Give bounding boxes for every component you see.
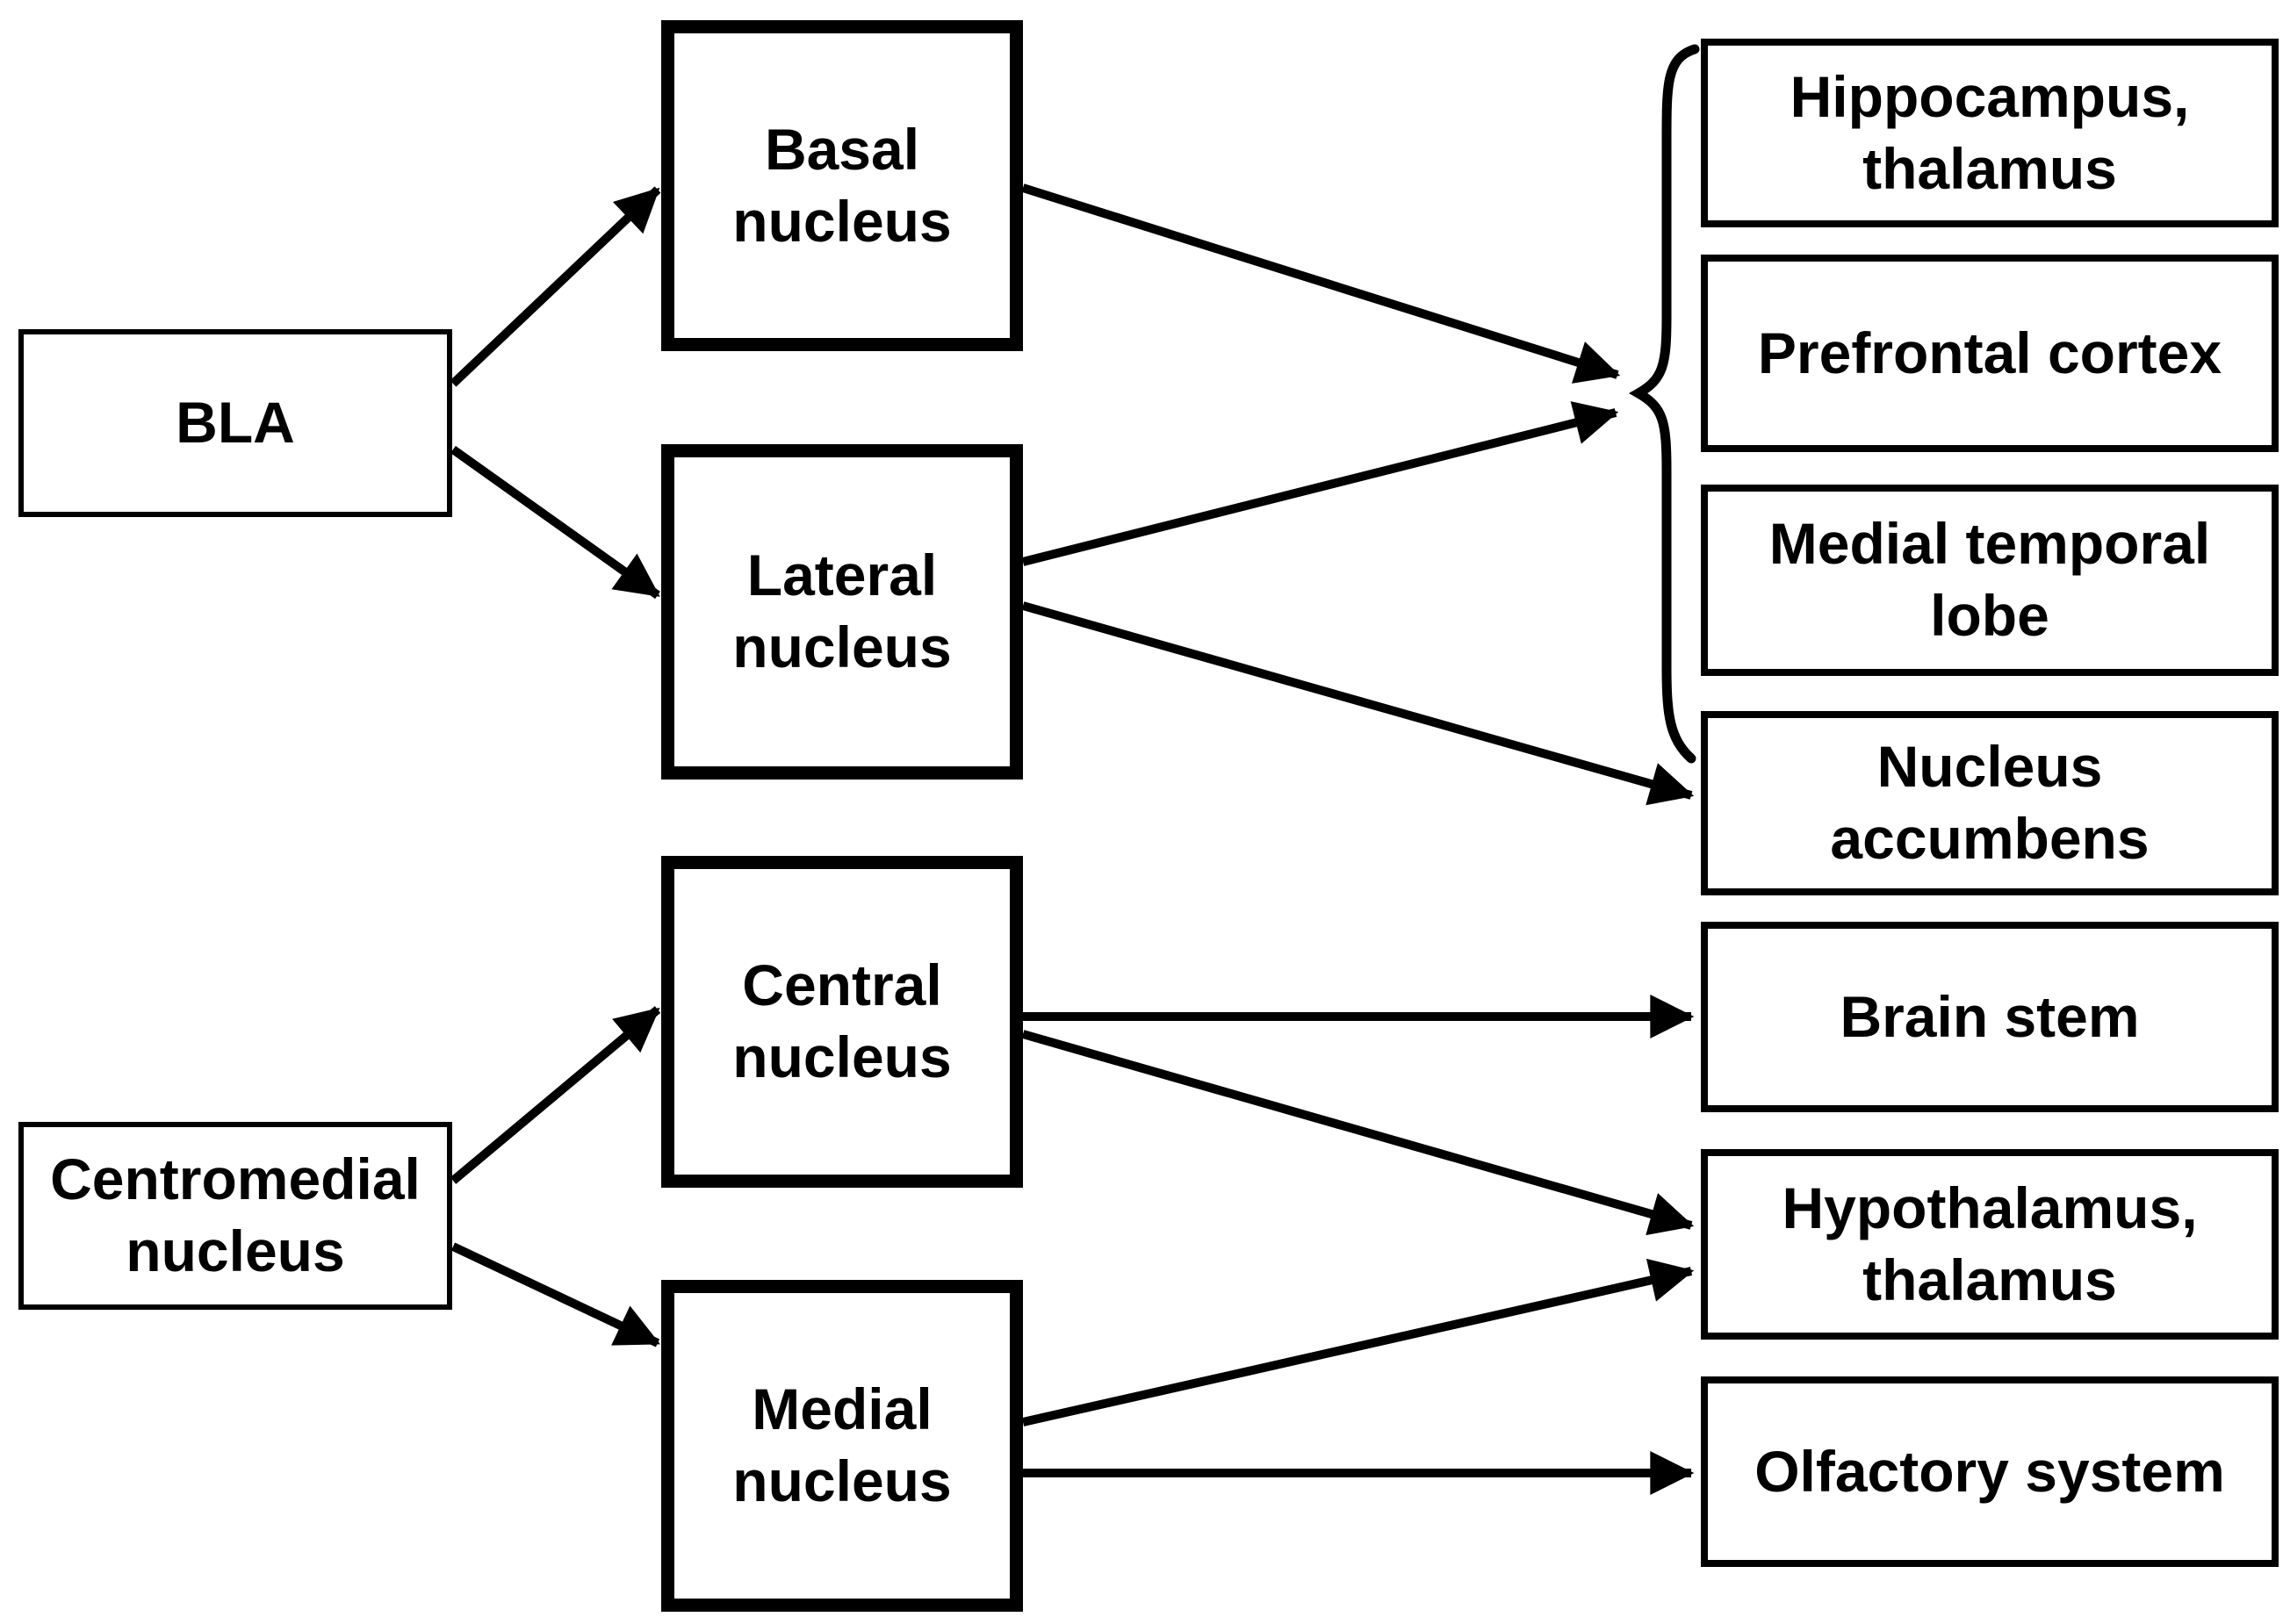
arrow-centromedial-to-medial	[450, 1242, 661, 1347]
node-lateral-nucleus: Lateral nucleus	[661, 444, 1023, 780]
node-olfactory-system: Olfactory system	[1701, 1376, 2279, 1567]
arrow-medial-to-hypothalamus	[1021, 1258, 1695, 1426]
arrow-lateral-to-nucleus-accumbens	[1021, 601, 1695, 806]
curly-brace-icon	[1628, 44, 1700, 764]
node-basal-nucleus: Basal nucleus	[661, 20, 1023, 351]
node-brain-stem: Brain stem	[1701, 922, 2279, 1112]
node-medial-temporal-lobe: Medial temporal lobe	[1701, 485, 2279, 676]
arrow-bla-to-lateral	[450, 445, 660, 600]
arrow-basal-to-brace	[1021, 183, 1621, 384]
node-prefrontal-cortex: Prefrontal cortex	[1701, 255, 2279, 452]
node-nucleus-accumbens: Nucleus accumbens	[1701, 711, 2279, 895]
arrow-central-to-hypothalamus	[1021, 1030, 1695, 1236]
node-centromedial-nucleus: Centromedial nucleus	[18, 1122, 452, 1310]
node-bla: BLA	[18, 329, 452, 517]
arrow-bla-to-basal	[450, 186, 661, 387]
arrow-centromedial-to-central	[450, 1006, 661, 1184]
arrow-lateral-to-brace	[1021, 401, 1619, 566]
node-hypothalamus-thalamus: Hypothalamus, thalamus	[1701, 1149, 2279, 1340]
node-hippocampus-thalamus: Hippocampus, thalamus	[1701, 39, 2279, 227]
node-central-nucleus: Central nucleus	[661, 856, 1023, 1188]
node-medial-nucleus: Medial nucleus	[661, 1280, 1023, 1612]
